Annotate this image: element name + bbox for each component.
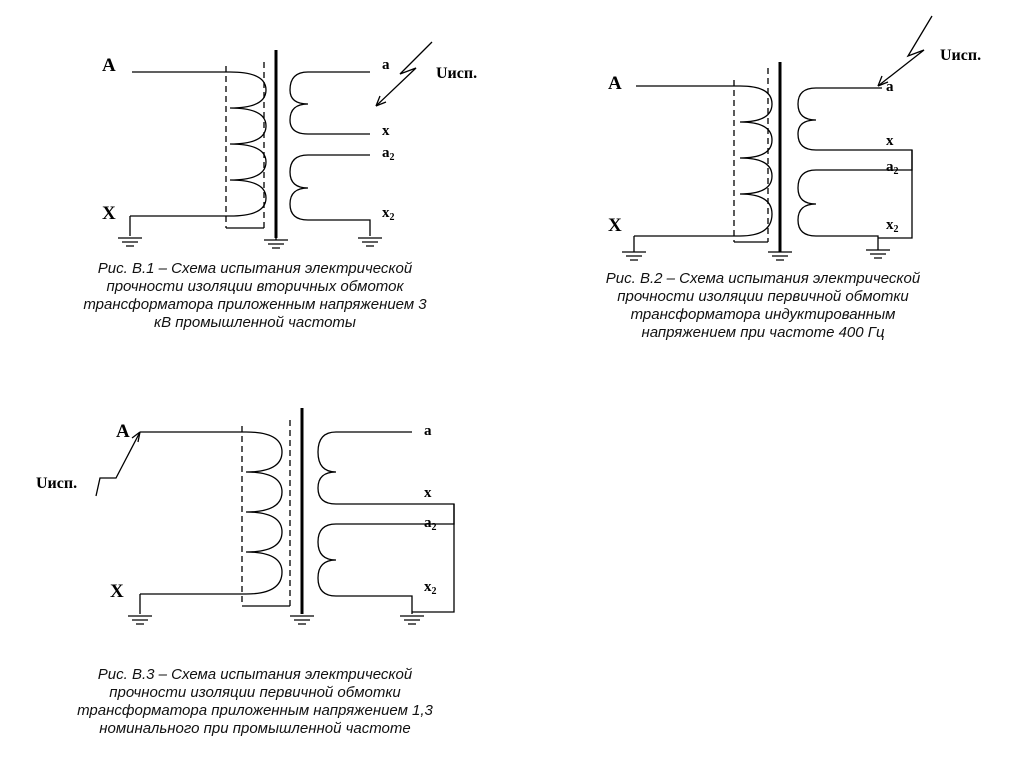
arrow-head xyxy=(132,432,140,442)
figure-1-schematic xyxy=(0,0,512,345)
primary-coil xyxy=(230,72,266,216)
ground-symbol-X xyxy=(118,238,142,246)
ground-symbol-core xyxy=(264,240,288,248)
terminal-a2-label: a2 xyxy=(382,145,395,163)
terminal-a-label: a xyxy=(382,57,390,73)
test-voltage-arrow xyxy=(96,432,140,496)
secondary-coil-2 xyxy=(798,170,882,250)
terminal-A-label: A xyxy=(116,421,130,442)
terminal-a2-label: a2 xyxy=(424,515,437,533)
terminal-X-label: X xyxy=(102,203,116,224)
figure-1-caption: Рис. В.1 – Схема испытания электрической… xyxy=(83,260,427,331)
terminal-x-label: x xyxy=(886,133,894,149)
test-voltage-arrow xyxy=(376,42,432,106)
figure-3-caption: Рис. В.3 – Схема испытания электрической… xyxy=(77,666,433,737)
primary-lead-X xyxy=(140,594,246,614)
primary-coil xyxy=(740,86,772,236)
terminal-a2-label: a2 xyxy=(886,159,899,177)
arrow-head xyxy=(878,76,888,86)
primary-lead-X xyxy=(634,236,740,252)
test-voltage-arrow xyxy=(878,16,932,86)
arrow-head xyxy=(376,96,386,106)
ground-symbol-core xyxy=(768,252,792,260)
screen-dashed xyxy=(242,420,290,606)
terminal-A-label: A xyxy=(608,73,622,94)
test-voltage-label: Uисп. xyxy=(436,65,478,82)
figure-2-schematic xyxy=(512,0,1024,360)
figure-3-schematic xyxy=(0,380,512,760)
terminal-x-label: x xyxy=(382,123,390,139)
x-x2-bridge xyxy=(878,150,912,238)
terminal-x-label: x xyxy=(424,485,432,501)
terminal-x2-label: x2 xyxy=(886,217,899,235)
terminal-a-label: a xyxy=(886,79,894,95)
figure-2-caption: Рис. В.2 – Схема испытания электрической… xyxy=(605,270,921,341)
terminal-X-label: X xyxy=(608,215,622,236)
secondary-coil-2 xyxy=(318,524,412,614)
test-voltage-label: Uисп. xyxy=(36,475,78,492)
terminal-A-label: A xyxy=(102,55,116,76)
ground-symbol-core xyxy=(290,616,314,624)
terminal-x2-label: x2 xyxy=(424,579,437,597)
primary-lead-X xyxy=(130,216,230,236)
x-x2-bridge xyxy=(412,504,454,612)
ground-symbol-x2 xyxy=(400,616,424,624)
primary-coil xyxy=(246,432,282,594)
figure-3: A X a x a2 x2 Uисп. Рис. В.3 – Схема исп… xyxy=(0,380,512,760)
ground-symbol-X xyxy=(622,252,646,260)
figure-2: A X a x a2 x2 Uисп. Рис. В.2 – Схема исп… xyxy=(512,0,1024,360)
secondary-coil-2 xyxy=(290,155,370,236)
secondary-coil-1 xyxy=(798,88,912,170)
secondary-coil-1 xyxy=(318,432,454,524)
terminal-X-label: X xyxy=(110,581,124,602)
screen-dashed xyxy=(734,68,768,242)
secondary-coil-1 xyxy=(290,72,370,134)
ground-symbol-x2 xyxy=(358,238,382,246)
terminal-a-label: a xyxy=(424,423,432,439)
ground-symbol-X xyxy=(128,616,152,624)
terminal-x2-label: x2 xyxy=(382,205,395,223)
ground-symbol-x2 xyxy=(866,250,890,258)
figure-1: A X a x a2 x2 Uисп. Рис. В.1 – Схема исп… xyxy=(0,0,512,345)
test-voltage-label: Uисп. xyxy=(940,47,982,64)
screen-dashed xyxy=(226,62,264,228)
